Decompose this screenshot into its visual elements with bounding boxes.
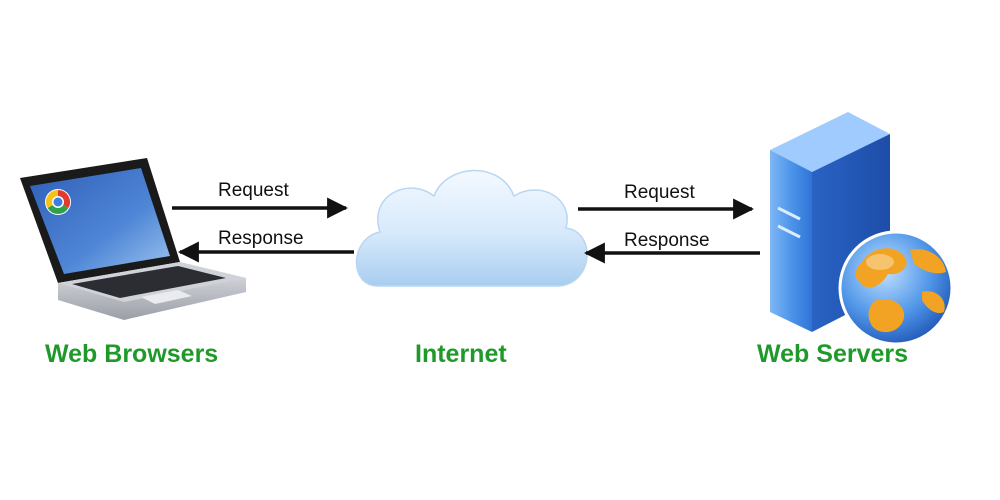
- left-request-label: Request: [218, 180, 289, 201]
- left-response-label: Response: [218, 228, 304, 249]
- internet-label: Internet: [415, 340, 507, 368]
- server-globe-icon: [770, 112, 954, 346]
- right-response-label: Response: [624, 230, 710, 251]
- cloud-icon: [355, 169, 588, 287]
- web-browsers-label: Web Browsers: [45, 340, 219, 368]
- globe-icon: [838, 230, 954, 346]
- laptop-icon: [20, 158, 246, 320]
- right-request-label: Request: [624, 182, 695, 203]
- web-servers-label: Web Servers: [757, 340, 909, 368]
